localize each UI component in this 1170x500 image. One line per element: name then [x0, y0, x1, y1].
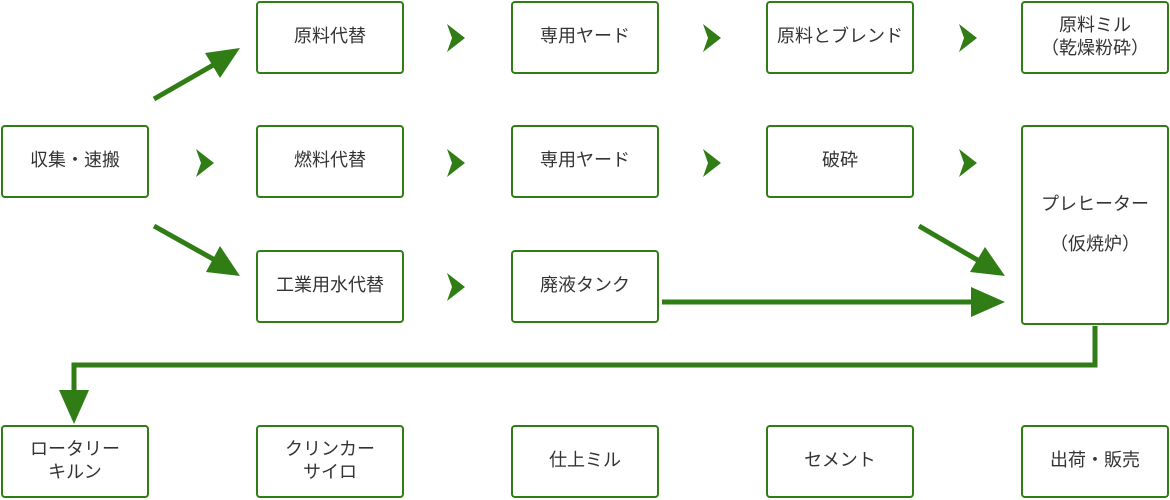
node-crushing: 破砕: [766, 125, 914, 198]
arrow-to-raw-substitute: [152, 57, 224, 102]
node-finishing-mill: 仕上ミル: [511, 425, 659, 498]
node-label: 原料とブレンド: [777, 26, 903, 48]
node-label: セメント: [804, 450, 876, 472]
arrowhead-icon: [206, 246, 240, 276]
node-rotary-kiln: ロータリー キルン: [1, 425, 149, 498]
node-label: 破砕: [822, 150, 858, 172]
node-label: 専用ヤード: [540, 150, 630, 172]
arrowhead-icon: [971, 287, 1005, 317]
node-raw-mill: 原料ミル （乾燥粉砕）: [1021, 1, 1169, 74]
node-label: 収集・速搬: [30, 150, 120, 172]
node-collect: 収集・速搬: [1, 125, 149, 198]
chevron-arrow-icon: [447, 24, 465, 52]
node-label-line1: 原料ミル: [1059, 15, 1131, 36]
chevron-arrow-icon: [959, 24, 977, 52]
arrow-crush-to-preheater: [917, 223, 988, 268]
node-fuel-substitute: 燃料代替: [256, 125, 404, 198]
arrowhead-icon: [59, 390, 89, 424]
node-label-line2: （乾燥粉砕）: [1041, 37, 1149, 59]
chevron-arrow-icon: [959, 149, 977, 177]
node-label-line2: （仮焼炉）: [1050, 234, 1140, 255]
node-dedicated-yard-2: 専用ヤード: [511, 125, 659, 198]
node-label-line2: サイロ: [303, 461, 357, 483]
node-industrial-water-substitute: 工業用水代替: [256, 250, 404, 323]
arrowhead-icon: [970, 247, 1005, 276]
node-clinker-silo: クリンカー サイロ: [256, 425, 404, 498]
label-spacer: [1041, 216, 1149, 234]
node-blend-with-raw: 原料とブレンド: [766, 1, 914, 74]
chevron-arrow-icon: [196, 149, 214, 177]
node-label-line1: クリンカー: [285, 439, 375, 460]
node-cement: セメント: [766, 425, 914, 498]
arrow-preheater-to-kiln: [71, 326, 1098, 394]
chevron-arrow-icon: [447, 273, 465, 301]
chevron-arrow-icon: [703, 149, 721, 177]
arrowhead-icon: [205, 48, 240, 78]
node-label: 仕上ミル: [549, 450, 621, 472]
node-preheater: プレヒーター （仮焼炉）: [1021, 125, 1169, 325]
node-raw-material-substitute: 原料代替: [256, 1, 404, 74]
node-label: 専用ヤード: [540, 26, 630, 48]
chevron-arrow-icon: [447, 149, 465, 177]
node-label: 燃料代替: [294, 150, 366, 172]
node-label: 工業用水代替: [276, 275, 384, 297]
node-shipping-sales: 出荷・販売: [1021, 425, 1169, 498]
node-dedicated-yard-1: 専用ヤード: [511, 1, 659, 74]
node-label-line2: キルン: [48, 461, 102, 483]
node-label: 原料代替: [294, 26, 366, 48]
node-label-line1: ロータリー: [30, 439, 120, 460]
node-waste-liquid-tank: 廃液タンク: [511, 250, 659, 323]
node-label-line1: プレヒーター: [1041, 193, 1149, 215]
node-label: 廃液タンク: [540, 275, 630, 297]
node-label: 出荷・販売: [1050, 450, 1140, 472]
arrow-to-water-substitute: [152, 223, 224, 267]
chevron-arrow-icon: [703, 24, 721, 52]
